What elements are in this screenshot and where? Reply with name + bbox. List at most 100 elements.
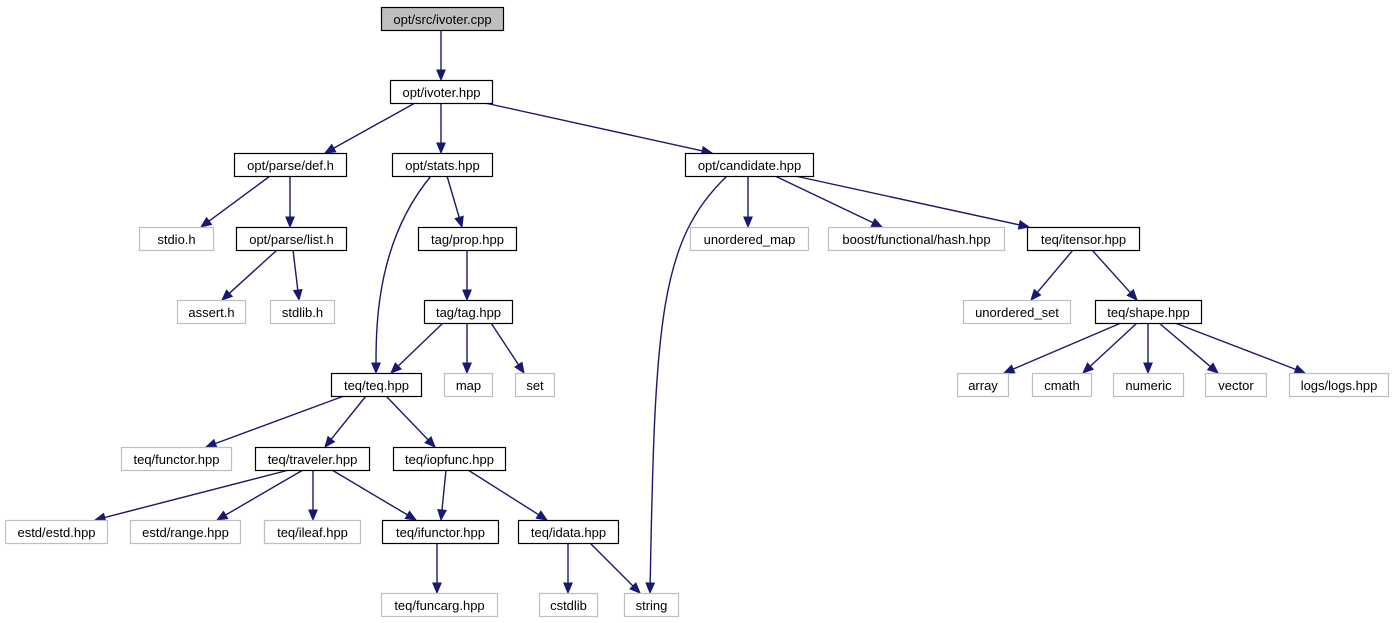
node-tag-hpp[interactable]: tag/tag.hpp <box>423 299 514 325</box>
node-box <box>684 152 815 178</box>
node-label: numeric <box>1125 378 1172 393</box>
edge-idata-hpp-to-cstdlib <box>563 543 573 595</box>
edge-ivoter-hpp-to-candidate-hpp <box>484 102 714 156</box>
node-label: set <box>526 378 544 393</box>
edge-iopfunc-hpp-to-idata-hpp <box>467 469 549 521</box>
node-functor-hpp: teq/functor.hpp <box>120 446 233 472</box>
node-label: string <box>636 598 668 613</box>
node-list-h[interactable]: opt/parse/list.h <box>235 226 348 252</box>
node-box <box>623 592 680 618</box>
node-assert-h: assert.h <box>176 299 247 325</box>
node-label: opt/ivoter.hpp <box>402 85 480 100</box>
node-label: boost/functional/hash.hpp <box>842 232 990 247</box>
node-idata-hpp[interactable]: teq/idata.hpp <box>517 519 620 545</box>
node-itensor-hpp[interactable]: teq/itensor.hpp <box>1026 226 1141 252</box>
node-box <box>962 299 1072 325</box>
edge-shape-hpp-to-vector <box>1158 322 1219 374</box>
edge-prop-hpp-to-tag-hpp <box>462 250 472 302</box>
edge-def-h-to-stdio-h <box>199 175 271 228</box>
node-cmath: cmath <box>1031 372 1093 398</box>
node-funcarg-hpp: teq/funcarg.hpp <box>380 592 499 618</box>
node-box <box>1094 299 1203 325</box>
node-label: teq/ileaf.hpp <box>277 525 348 540</box>
node-box <box>389 79 494 105</box>
edge-tag-hpp-to-teq-hpp <box>390 322 444 374</box>
node-label: opt/candidate.hpp <box>698 158 801 173</box>
edge-def-h-to-list-h <box>285 176 295 229</box>
node-label: array <box>968 378 998 393</box>
node-box <box>138 226 215 252</box>
node-set: set <box>514 372 556 398</box>
node-def-h[interactable]: opt/parse/def.h <box>233 152 348 178</box>
node-box <box>330 372 423 398</box>
node-box <box>538 592 599 618</box>
node-label: cstdlib <box>550 598 587 613</box>
node-box <box>417 226 518 252</box>
node-box <box>263 519 362 545</box>
node-label: tag/tag.hpp <box>436 305 501 320</box>
node-label: cmath <box>1044 378 1079 393</box>
edge-shape-hpp-to-cmath <box>1082 322 1138 374</box>
node-label: teq/teq.hpp <box>344 378 409 393</box>
node-box <box>443 372 494 398</box>
node-label: opt/parse/def.h <box>247 158 334 173</box>
node-numeric: numeric <box>1112 372 1185 398</box>
node-candidate-hpp[interactable]: opt/candidate.hpp <box>684 152 815 178</box>
node-ivoter-cpp[interactable]: opt/src/ivoter.cpp <box>380 6 505 32</box>
node-label: opt/parse/list.h <box>249 232 334 247</box>
node-label: unordered_set <box>975 305 1059 320</box>
node-box <box>1026 226 1141 252</box>
node-label: tag/prop.hpp <box>431 232 504 247</box>
edge-stats-hpp-to-prop-hpp <box>446 175 464 229</box>
node-label: teq/functor.hpp <box>133 452 219 467</box>
edge-candidate-hpp-to-string <box>645 175 728 595</box>
node-cstdlib: cstdlib <box>538 592 599 618</box>
node-box <box>380 6 505 32</box>
node-label: teq/traveler.hpp <box>268 452 358 467</box>
edge-stats-hpp-to-teq-hpp <box>371 175 432 375</box>
node-ivoter-hpp[interactable]: opt/ivoter.hpp <box>389 79 494 105</box>
node-label: map <box>456 378 481 393</box>
node-box <box>129 519 242 545</box>
node-box <box>1112 372 1185 398</box>
node-label: teq/shape.hpp <box>1107 305 1189 320</box>
node-map: map <box>443 372 494 398</box>
edge-traveler-hpp-to-ileaf-hpp <box>308 470 318 522</box>
edge-list-h-to-assert-h <box>221 249 278 301</box>
node-shape-hpp[interactable]: teq/shape.hpp <box>1094 299 1203 325</box>
node-box <box>1288 372 1390 398</box>
node-teq-hpp[interactable]: teq/teq.hpp <box>330 372 423 398</box>
node-logs-hpp: logs/logs.hpp <box>1288 372 1390 398</box>
node-stdio-h: stdio.h <box>138 226 215 252</box>
node-box <box>254 446 371 472</box>
node-range-hpp: estd/range.hpp <box>129 519 242 545</box>
edge-ivoter-hpp-to-def-h <box>323 102 416 154</box>
node-vector: vector <box>1204 372 1268 398</box>
node-traveler-hpp[interactable]: teq/traveler.hpp <box>254 446 371 472</box>
node-stdlib-h: stdlib.h <box>269 299 336 325</box>
node-label: stdio.h <box>157 232 195 247</box>
node-array: array <box>956 372 1010 398</box>
node-prop-hpp[interactable]: tag/prop.hpp <box>417 226 518 252</box>
node-iopfunc-hpp[interactable]: teq/iopfunc.hpp <box>392 446 507 472</box>
edge-ifunctor-hpp-to-funcarg-hpp <box>432 543 442 595</box>
node-box <box>4 519 109 545</box>
node-box <box>517 519 620 545</box>
edge-tag-hpp-to-map <box>462 323 472 375</box>
edge-candidate-hpp-to-boost-hash <box>774 175 884 228</box>
node-label: opt/src/ivoter.cpp <box>393 12 491 27</box>
node-box <box>235 226 348 252</box>
node-label: teq/ifunctor.hpp <box>396 525 485 540</box>
node-ifunctor-hpp[interactable]: teq/ifunctor.hpp <box>381 519 500 545</box>
nodes-layer: opt/src/ivoter.cpp opt/ivoter.hpp opt/pars… <box>4 6 1390 618</box>
edge-shape-hpp-to-numeric <box>1143 323 1153 375</box>
node-stats-hpp[interactable]: opt/stats.hpp <box>391 152 494 178</box>
node-boost-hash: boost/functional/hash.hpp <box>827 226 1006 252</box>
edge-shape-hpp-to-logs-hpp <box>1174 322 1307 374</box>
node-label: teq/itensor.hpp <box>1041 232 1126 247</box>
node-box <box>827 226 1006 252</box>
node-box <box>1204 372 1268 398</box>
edge-teq-hpp-to-traveler-hpp <box>324 395 367 449</box>
node-box <box>120 446 233 472</box>
edge-teq-hpp-to-functor-hpp <box>204 395 345 449</box>
